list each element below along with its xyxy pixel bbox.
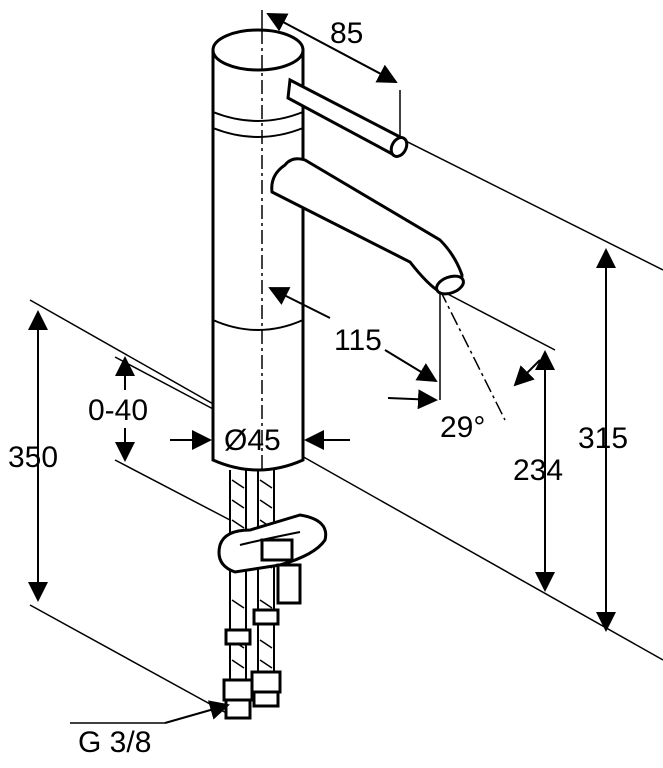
label-deck-thickness: 0-40 [88, 394, 148, 427]
label-body-diameter: Ø45 [224, 424, 281, 457]
lever-handle [286, 77, 409, 158]
hoses [222, 470, 282, 720]
label-handle-reach: 85 [330, 17, 363, 50]
label-height-spout: 234 [513, 454, 563, 487]
label-spout-angle: 29° [440, 411, 485, 444]
label-spout-reach: 115 [334, 324, 382, 357]
label-height-total: 315 [578, 422, 628, 455]
spout [270, 157, 465, 296]
mounting-bracket [217, 513, 328, 605]
label-thread: G 3/8 [78, 726, 151, 759]
dimension-arrows [28, 13, 616, 724]
label-hose-length: 350 [8, 441, 58, 474]
